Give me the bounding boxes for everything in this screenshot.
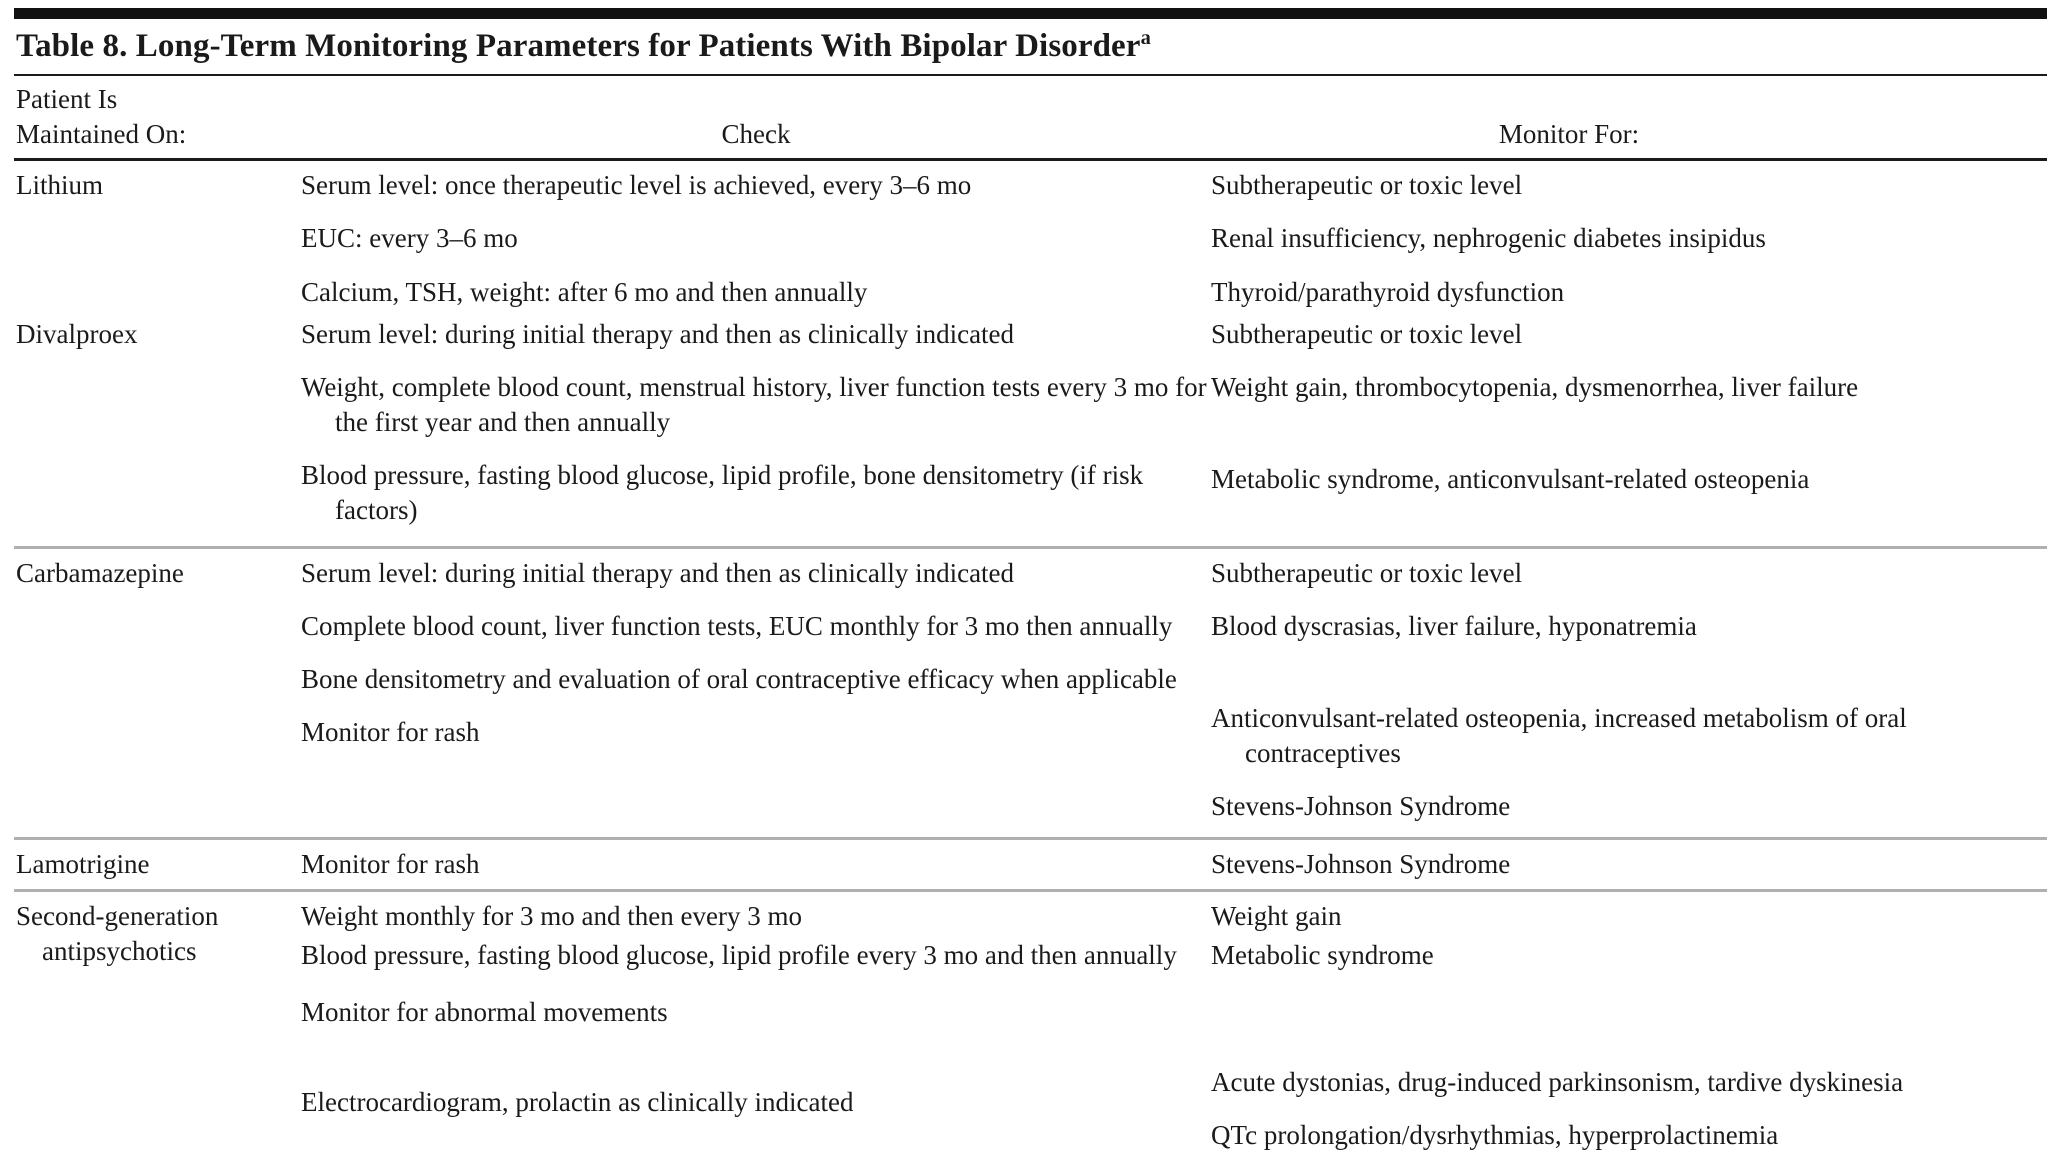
check-item: Complete blood count, liver function tes… [301,611,1173,642]
monitor-item: Metabolic syndrome, anticonvulsant-relat… [1211,463,1810,494]
drug-name-line1: Second-generation [16,900,219,931]
monitor-item: Renal insufficiency, nephrogenic diabete… [1211,223,1766,254]
check-item: Monitor for abnormal movements [301,996,668,1027]
monitor-item: Weight gain, thrombocytopenia, dysmenorr… [1211,371,1859,402]
drug-name-lithium: Lithium [16,170,103,201]
monitor-item: Thyroid/parathyroid dysfunction [1211,276,1565,307]
header-col-monitor: Monitor For: [1498,118,1640,149]
check-item: Calcium, TSH, weight: after 6 mo and the… [301,276,868,307]
monitor-item: Stevens-Johnson Syndrome [1211,848,1511,879]
check-item: Weight, complete blood count, menstrual … [301,371,1207,437]
header-col-check: Check [721,118,791,149]
table-row-group-divalproex: Divalproex Serum level: during initial t… [14,310,2047,546]
drug-name-line2: antipsychotics [42,935,197,966]
drug-name-lamotrigine: Lamotrigine [16,848,150,879]
drug-name-divalproex: Divalproex [16,318,138,349]
monitor-item: Subtherapeutic or toxic level [1211,170,1523,201]
drug-name-cell: Lithium [14,168,301,309]
check-item: Serum level: during initial therapy and … [301,558,1015,589]
table-title-text: Table 8. Long-Term Monitoring Parameters… [16,28,1141,64]
monitor-item: Subtherapeutic or toxic level [1211,558,1523,589]
check-item: Serum level: during initial therapy and … [301,318,1015,349]
check-item: Bone densitometry and evaluation of oral… [301,664,1177,695]
monitor-cell: Subtherapeutic or toxic level Weight gai… [1211,317,2047,528]
check-cell: Monitor for rash [301,847,1211,882]
group-separator-rule [14,888,2047,892]
check-cell: Weight monthly for 3 mo and then every 3… [301,899,1211,1152]
check-item: Blood pressure, fasting blood glucose, l… [301,939,1177,970]
table-row-group-carbamazepine: Carbamazepine Serum level: during initia… [14,549,2047,836]
header-col-patient-line2: Maintained On: [16,118,187,149]
drug-name-second-generation-antipsychotics: Second-generation antipsychotics [16,899,301,969]
group-separator-rule [14,546,2047,550]
monitor-cell: Stevens-Johnson Syndrome [1211,847,2047,882]
monitor-item: Metabolic syndrome [1211,939,1434,970]
check-item: Monitor for rash [301,717,480,748]
table-title: Table 8. Long-Term Monitoring Parameters… [14,19,2047,74]
drug-name-cell: Divalproex [14,317,301,528]
drug-name-cell: Carbamazepine [14,556,301,824]
monitor-cell: Weight gain Metabolic syndrome Acute dys… [1211,899,2047,1152]
monitor-item: QTc prolongation/dysrhythmias, hyperprol… [1211,1119,1779,1150]
monitor-item: Acute dystonias, drug-induced parkinsoni… [1211,1066,1904,1097]
monitor-item: Blood dyscrasias, liver failure, hyponat… [1211,611,1697,642]
monitor-item: Subtherapeutic or toxic level [1211,318,1523,349]
title-bottom-rule [14,74,2047,77]
check-item: Weight monthly for 3 mo and then every 3… [301,900,802,931]
table-row-group-lamotrigine: Lamotrigine Monitor for rash Stevens-Joh… [14,840,2047,889]
check-cell: Serum level: during initial therapy and … [301,556,1211,824]
check-cell: Serum level: during initial therapy and … [301,317,1211,528]
header-col-patient: Patient Is Maintained On: [14,82,301,151]
monitor-item: Weight gain [1211,900,1342,931]
group-separator-rule [14,836,2047,840]
check-item: Blood pressure, fasting blood glucose, l… [301,459,1144,525]
header-bottom-rule [14,158,2047,162]
table-8: Table 8. Long-Term Monitoring Parameters… [14,8,2047,1152]
monitor-cell: Subtherapeutic or toxic level Blood dysc… [1211,556,2047,824]
drug-name-cell: Second-generation antipsychotics [14,899,301,1152]
check-item: EUC: every 3–6 mo [301,223,518,254]
table-top-rule [14,8,2047,19]
table-row-group-lithium: Lithium Serum level: once therapeutic le… [14,161,2047,309]
check-item: Electrocardiogram, prolactin as clinical… [301,1086,854,1117]
drug-name-cell: Lamotrigine [14,847,301,882]
monitor-item: Stevens-Johnson Syndrome [1211,791,1511,822]
table-title-footnote-marker: a [1140,27,1151,49]
header-col-patient-line1: Patient Is [16,84,118,115]
check-item: Serum level: once therapeutic level is a… [301,170,972,201]
table-header-row: Patient Is Maintained On: Check Monitor … [14,76,2047,158]
check-cell: Serum level: once therapeutic level is a… [301,168,1211,309]
check-item: Monitor for rash [301,848,480,879]
monitor-cell: Subtherapeutic or toxic level Renal insu… [1211,168,2047,309]
drug-name-carbamazepine: Carbamazepine [16,558,184,589]
monitor-item: Anticonvulsant-related osteopenia, incre… [1211,703,1907,769]
table-row-group-second-generation-antipsychotics: Second-generation antipsychotics Weight … [14,892,2047,1152]
